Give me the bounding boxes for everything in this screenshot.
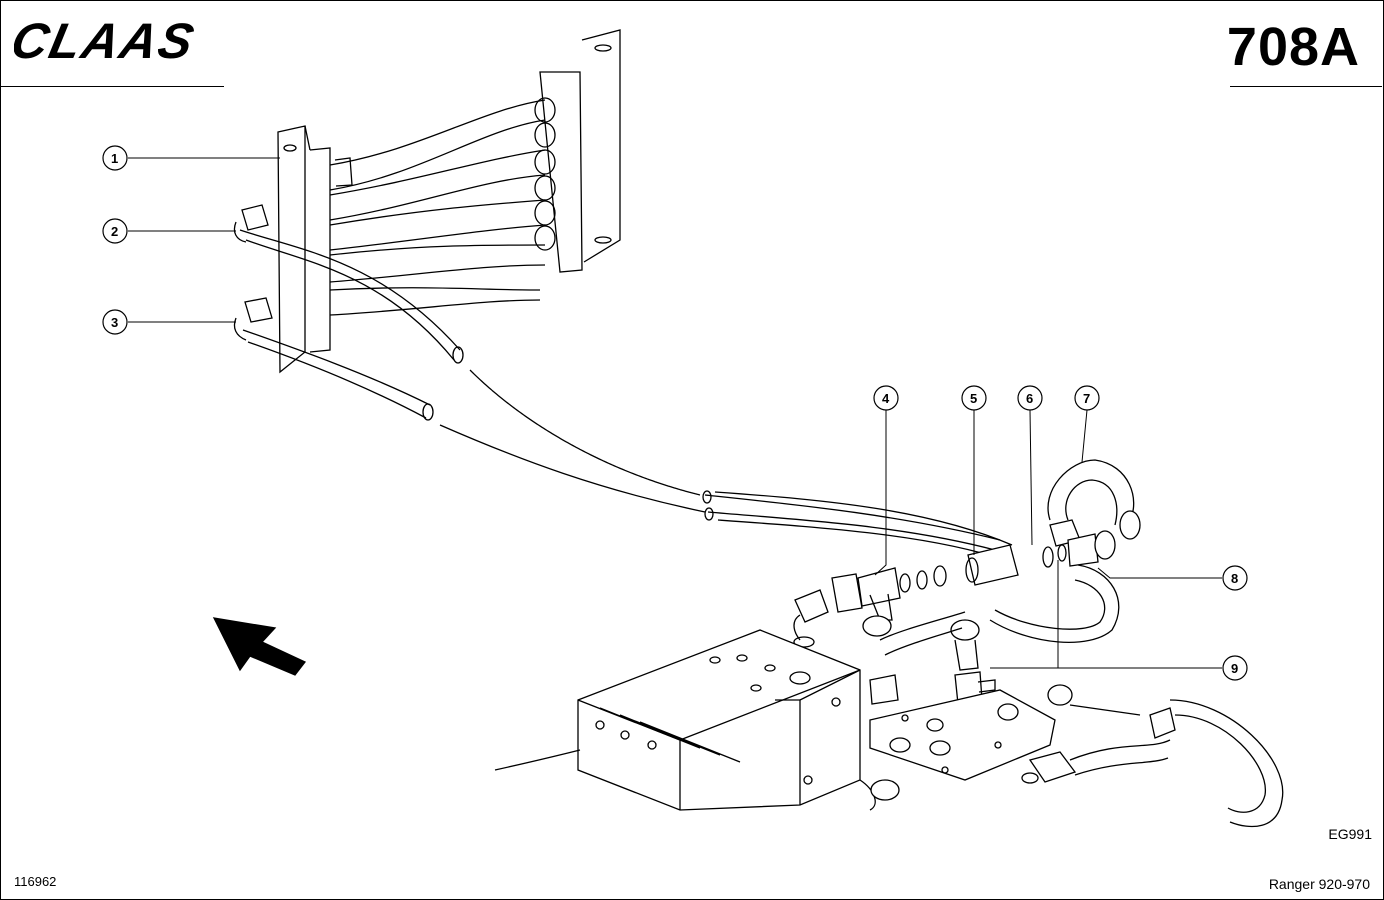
callout-label-4: 4 bbox=[882, 391, 890, 406]
callout-circle-1 bbox=[102, 145, 128, 171]
oil-cooler bbox=[277, 29, 621, 374]
brand-logo-text: CLAAS bbox=[14, 14, 200, 66]
callout-label-6: 6 bbox=[1026, 391, 1033, 406]
callout-label-1: 1 bbox=[111, 151, 118, 166]
callout-label-9: 9 bbox=[1231, 661, 1238, 676]
callout-label-8: 8 bbox=[1231, 571, 1238, 586]
cooler-hoses bbox=[233, 204, 1013, 561]
callout-circle-2 bbox=[102, 218, 128, 244]
callout-label-2: 2 bbox=[111, 224, 118, 239]
callout-circle-5 bbox=[961, 385, 987, 411]
callout-circle-3 bbox=[102, 309, 128, 335]
brand-logo: CLAAS bbox=[14, 14, 200, 66]
callout-circle-6 bbox=[1017, 385, 1043, 411]
document-number: 116962 bbox=[14, 874, 57, 889]
callout-label-7: 7 bbox=[1083, 391, 1090, 406]
callout-markers: 1 2 3 4 5 6 7 8 9 bbox=[102, 145, 1248, 681]
drawing-code: EG991 bbox=[1328, 826, 1372, 842]
model-range: Ranger 920-970 bbox=[1268, 876, 1370, 892]
callout-circle-9 bbox=[1222, 655, 1248, 681]
page-code: 708A bbox=[1226, 17, 1360, 77]
callout-circle-4 bbox=[873, 385, 899, 411]
callout-circle-8 bbox=[1222, 565, 1248, 591]
valve-block bbox=[494, 629, 900, 811]
direction-arrow bbox=[212, 617, 307, 676]
mounting-plate bbox=[869, 684, 1284, 828]
callout-circle-7 bbox=[1074, 385, 1100, 411]
title-underline bbox=[1230, 86, 1382, 87]
callout-label-5: 5 bbox=[970, 391, 977, 406]
callout-label-3: 3 bbox=[111, 315, 118, 330]
logo-underline bbox=[0, 86, 224, 87]
leader-lines bbox=[128, 157, 1222, 669]
